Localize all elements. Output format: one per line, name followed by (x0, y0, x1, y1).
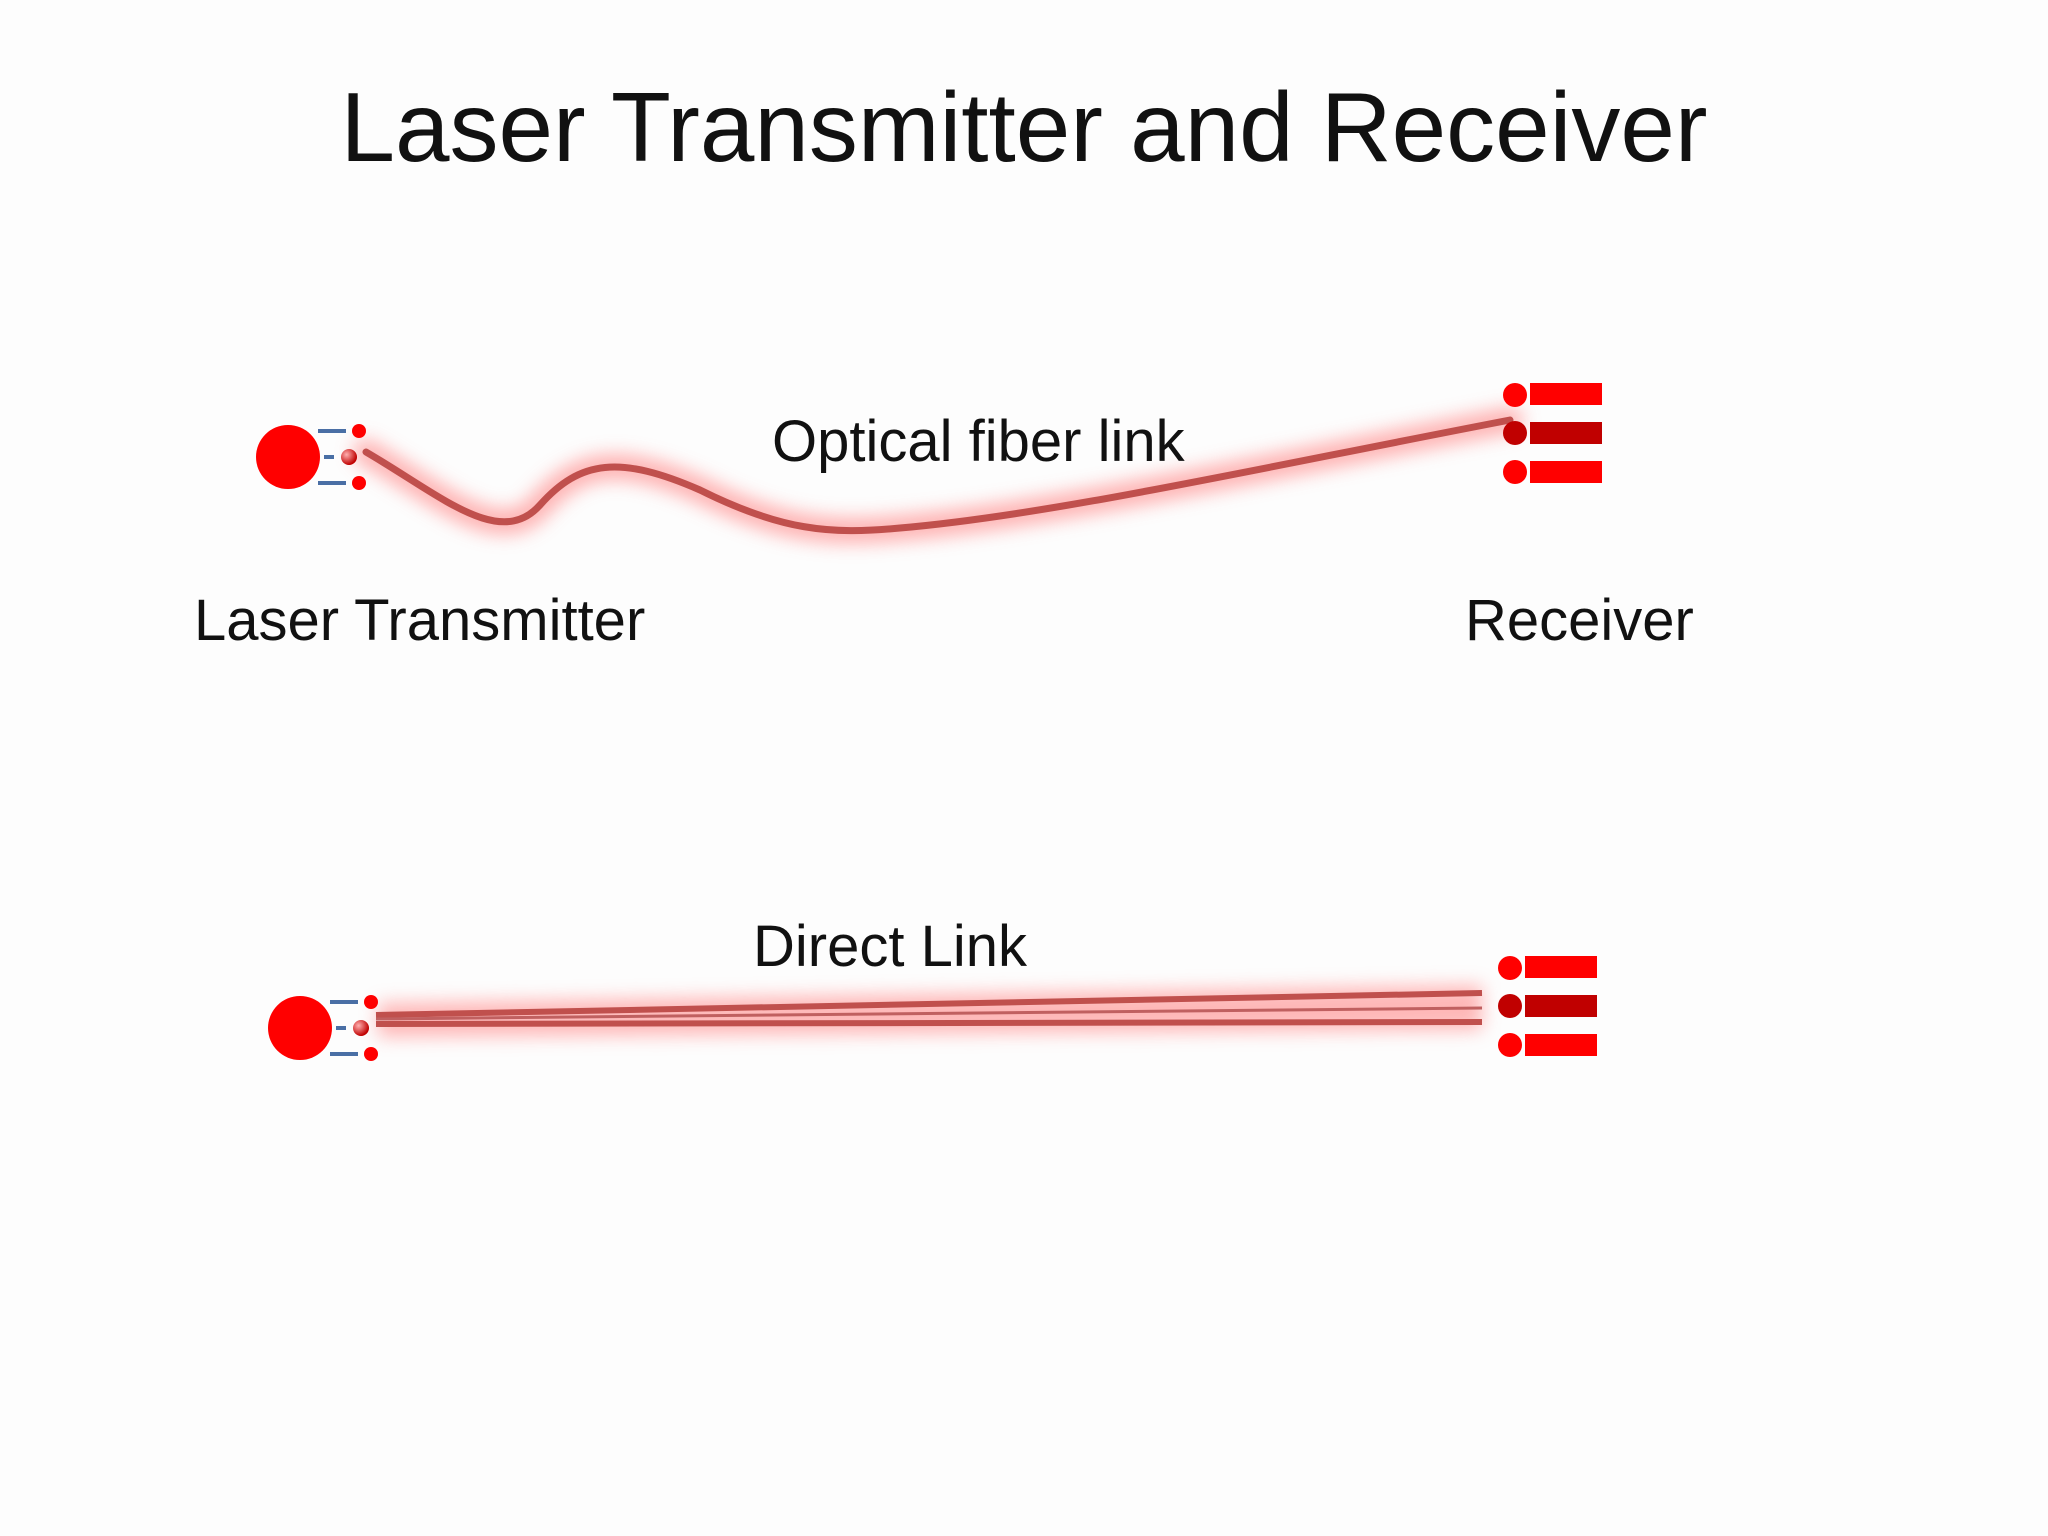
emitter-dot-top (364, 995, 378, 1009)
laser-body (256, 425, 320, 489)
receiver-dot-mid (1503, 421, 1527, 445)
laser-transmitter-label: Laser Transmitter (194, 588, 646, 653)
optical-fiber-link-label: Optical fiber link (772, 409, 1185, 474)
beam-line-bottom (375, 1019, 1483, 1027)
receiver-bar-mid (1525, 995, 1597, 1017)
beam-line-center (375, 1006, 1483, 1021)
receiver-bar-mid (1530, 422, 1602, 444)
receiver-dot-top (1498, 956, 1522, 980)
receiver-bar-top (1530, 383, 1602, 405)
laser-transmitter-icon (268, 995, 378, 1061)
receiver-label: Receiver (1465, 588, 1694, 653)
receiver-icon (1498, 956, 1597, 1057)
emitter-dot-top (352, 424, 366, 438)
receiver-bar-bottom (1530, 461, 1602, 483)
receiver-dot-bottom (1498, 1033, 1522, 1057)
laser-transmitter-icon (256, 424, 366, 490)
receiver-icon (1503, 383, 1602, 484)
slide-title: Laser Transmitter and Receiver (340, 72, 1708, 182)
receiver-dot-bottom (1503, 460, 1527, 484)
emitter-bead (353, 1020, 369, 1036)
emitter-bead (341, 449, 357, 465)
emitter-dot-bottom (364, 1047, 378, 1061)
direct-link-label: Direct Link (753, 914, 1027, 979)
beam-line-top (375, 990, 1483, 1018)
fiber-line (362, 416, 1514, 535)
laser-body (268, 996, 332, 1060)
emitter-dot-bottom (352, 476, 366, 490)
receiver-dot-top (1503, 383, 1527, 407)
receiver-bar-bottom (1525, 1034, 1597, 1056)
optical-fiber-link (353, 407, 1523, 544)
direct-link (375, 985, 1483, 1037)
receiver-dot-mid (1498, 994, 1522, 1018)
receiver-bar-top (1525, 956, 1597, 978)
